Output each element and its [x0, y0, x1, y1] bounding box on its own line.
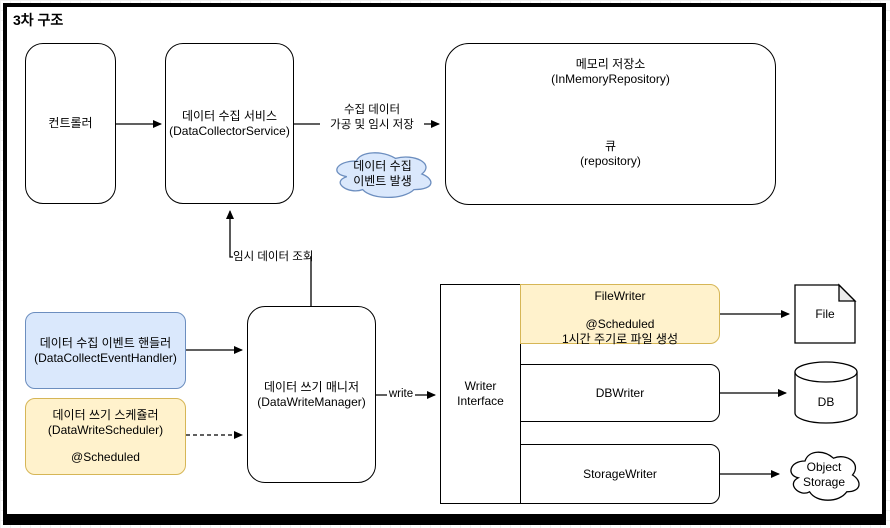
queue-name: 큐 — [604, 139, 617, 153]
event-cloud-shape — [336, 152, 432, 199]
collect-store-line1: 수집 데이터 — [343, 104, 401, 116]
queue-class: (repository) — [580, 154, 641, 168]
db-cylinder-shape — [794, 361, 858, 424]
file-label-text: File — [815, 306, 835, 321]
collect-event-cloud-line2: 이벤트 발생 — [353, 174, 412, 188]
collector-service-class: (DataCollectorService) — [169, 123, 290, 138]
write-scheduler-class: (DataWriteScheduler) — [47, 423, 164, 437]
collect-event-cloud-label: 데이터 수집 이벤트 발생 — [330, 148, 435, 200]
node-storage-writer: StorageWriter — [520, 444, 720, 504]
edge-label-write: write — [387, 387, 415, 402]
writer-interface-line2: Interface — [457, 394, 504, 408]
node-controller-label: 컨트롤러 — [48, 116, 93, 130]
file-writer-annotation1: @Scheduled — [585, 317, 655, 331]
collector-service-name: 데이터 수집 서비스 — [182, 108, 277, 123]
db-label-text: DB — [817, 394, 835, 409]
event-handler-name: 데이터 수집 이벤트 핸들러 — [39, 335, 172, 350]
object-storage-label: Object Storage — [786, 447, 862, 503]
node-data-write-scheduler: 데이터 쓰기 스케쥴러 (DataWriteScheduler) @Schedu… — [25, 398, 186, 475]
file-icon — [794, 283, 857, 344]
edge-label-collect-store: 수집 데이터 가공 및 임시 저장 — [320, 103, 424, 133]
node-data-collector-service: 데이터 수집 서비스 (DataCollectorService) — [165, 43, 294, 204]
node-in-memory-repository: 메모리 저장소 (InMemoryRepository) — [445, 43, 776, 205]
db-writer-label: DBWriter — [595, 385, 645, 400]
queue-label: 큐 (repository) — [568, 133, 653, 175]
object-storage-line2: Storage — [802, 475, 846, 489]
file-label: File — [795, 285, 855, 343]
write-manager-class: (DataWriteManager) — [257, 394, 366, 409]
object-storage-line1: Object — [806, 460, 842, 474]
storage-writer-label: StorageWriter — [583, 466, 657, 481]
collect-store-line2: 가공 및 임시 저장 — [330, 119, 414, 131]
node-data-write-manager: 데이터 쓰기 매니저 (DataWriteManager) — [247, 306, 376, 483]
node-db-writer: DBWriter — [520, 364, 720, 422]
node-writer-interface: Writer Interface — [440, 284, 521, 504]
node-controller: 컨트롤러 — [25, 43, 116, 204]
memory-repository-class: (InMemoryRepository) — [551, 72, 670, 86]
writer-interface-line1: Writer — [464, 379, 497, 393]
db-label: DB — [795, 390, 857, 414]
memory-repository-name: 메모리 저장소 — [575, 57, 646, 71]
node-file-writer: FileWriter @Scheduled 1시간 주기로 파일 생성 — [520, 284, 720, 346]
write-scheduler-annotation: @Scheduled — [71, 450, 140, 464]
collect-event-cloud-line1: 데이터 수집 — [353, 159, 412, 173]
object-storage-cloud-shape — [790, 451, 860, 501]
event-handler-class: (DataCollectEventHandler) — [34, 350, 177, 365]
node-data-collect-event-handler: 데이터 수집 이벤트 핸들러 (DataCollectEventHandler) — [25, 312, 186, 389]
file-writer-label: FileWriter — [594, 289, 646, 303]
write-scheduler-name: 데이터 쓰기 스케쥴러 — [52, 408, 159, 422]
write-manager-name: 데이터 쓰기 매니저 — [264, 379, 359, 394]
edge-label-temp-query: 임시 데이터 조회 — [233, 250, 314, 265]
file-writer-annotation2: 1시간 주기로 파일 생성 — [561, 332, 679, 346]
diagram-title: 3차 구조 — [13, 12, 64, 28]
